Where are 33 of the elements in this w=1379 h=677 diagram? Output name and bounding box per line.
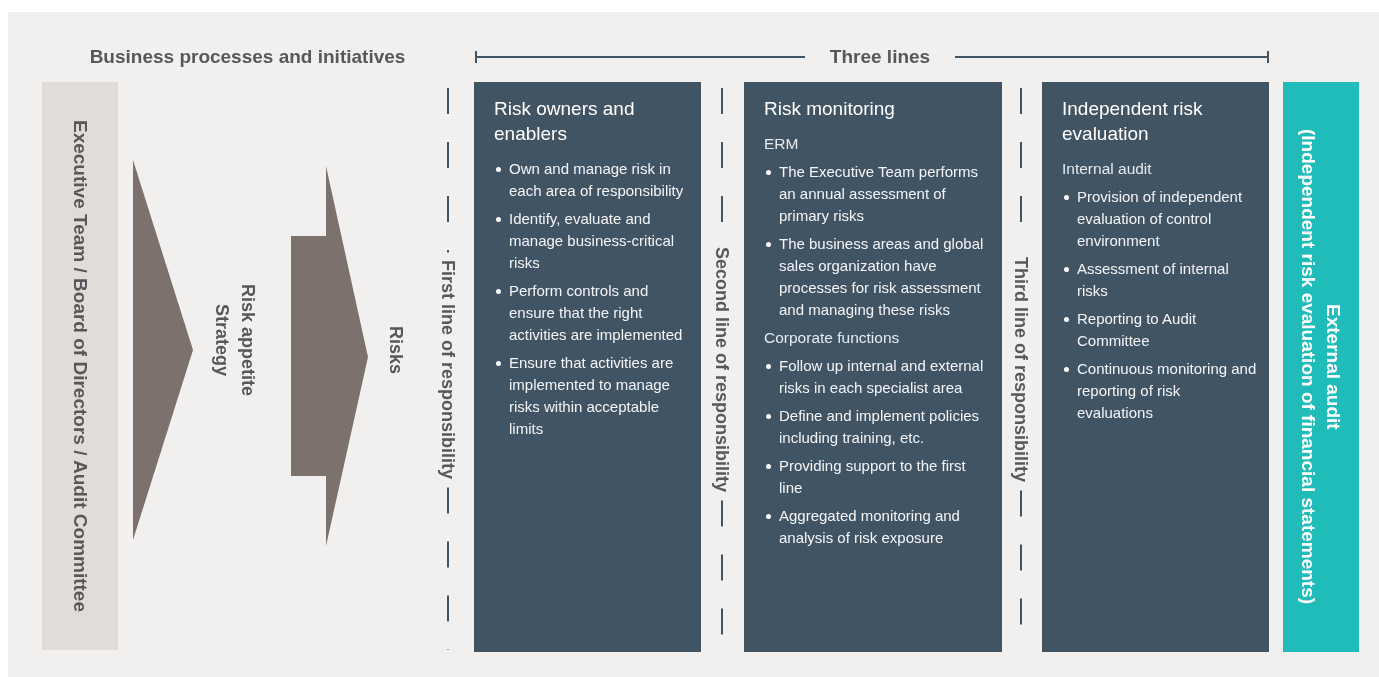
line-panel [744, 82, 1002, 652]
subheading: ERM [764, 134, 800, 154]
external-audit-bar [1283, 82, 1359, 652]
subheading: Internal audit [1062, 159, 1153, 179]
line-label: Third line of responsibility [1010, 257, 1032, 483]
bullet-text: Reporting to Audit Committee [1077, 310, 1197, 349]
panel-heading: Risk owners and enablers [494, 97, 636, 146]
subheading: Corporate functions [764, 328, 901, 348]
line-panel [474, 82, 701, 652]
bullet-text: The Executive Team performs an annual assessment of primary risks [779, 163, 978, 224]
section-heading: Three lines [828, 45, 932, 69]
bullet-text: Own and manage risk in each area of responsibility [509, 160, 684, 199]
bullet-text: Perform controls and ensure that the right activities are implemented [509, 282, 683, 343]
panel-heading: Risk monitoring [764, 97, 896, 121]
bullet-text: Providing support to the first line [779, 457, 966, 496]
bullet-text: Ensure that activities are implemented to manage risks within acceptable limits [509, 354, 674, 437]
vertical-label: Executive Team / Board of Directors / Audit Committee [68, 119, 92, 614]
vertical-label: External audit (Independent risk evaluation of financial statements) [1297, 128, 1345, 607]
bullet-text: Provision of independent evaluation of control environment [1077, 188, 1243, 249]
bullet-text: Aggregated monitoring and analysis of risk exposure [779, 507, 960, 546]
bullet-text: Follow up internal and external risks in each specialist area [779, 357, 984, 396]
stage-label: Risks [385, 324, 407, 376]
line-label: First line of responsibility [437, 260, 459, 480]
bullet-text: Assessment of internal risks [1077, 260, 1229, 299]
line-panel [1042, 82, 1269, 652]
bullet-text: Continuous monitoring and reporting of risk evaluations [1077, 360, 1257, 421]
stage-label: Risk appetite Strategy [211, 282, 259, 398]
line-label: Second line of responsibility [711, 247, 733, 493]
bullet-text: Define and implement policies including training, etc. [779, 407, 980, 446]
bullet-text: The business areas and global sales organization have processes for risk assessment and managing these risks [779, 235, 984, 318]
bullet-text: Identify, evaluate and manage business-critical risks [509, 210, 675, 271]
section-heading: Business processes and initiatives [88, 45, 407, 69]
panel-heading: Independent risk evaluation [1062, 97, 1204, 146]
